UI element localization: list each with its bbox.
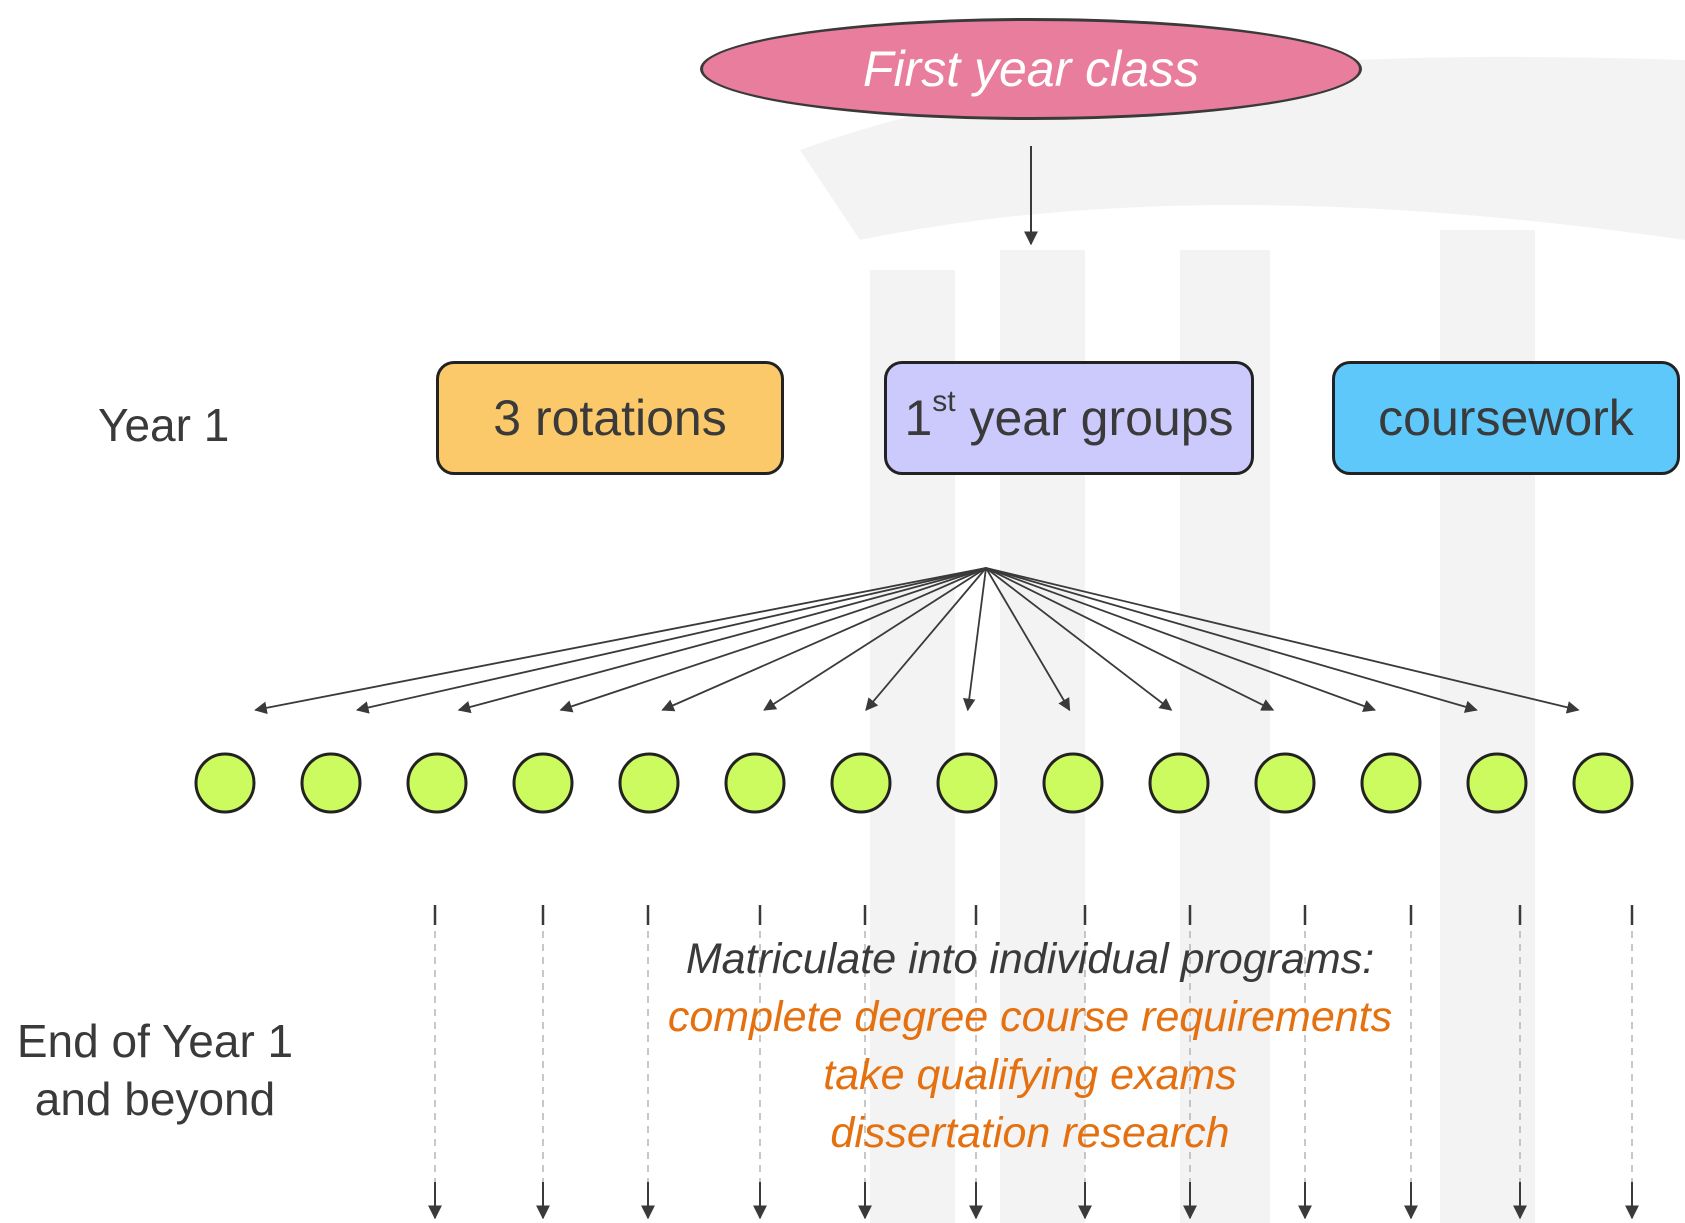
fan-arrow <box>865 567 987 711</box>
first-year-class-label: First year class <box>862 41 1200 97</box>
program-node <box>1466 752 1528 814</box>
program-node <box>724 752 786 814</box>
fan-arrow <box>457 567 987 714</box>
first-year-groups-box: 1st year groups <box>884 361 1254 475</box>
program-node <box>1572 752 1634 814</box>
fan-arrow <box>985 567 1376 713</box>
end-of-year-line-2: and beyond <box>34 1073 276 1125</box>
fan-arrow <box>763 567 987 711</box>
end-of-year-line-1: End of Year 1 <box>16 1015 294 1067</box>
program-node <box>830 752 892 814</box>
year-1-label: Year 1 <box>98 399 230 451</box>
fan-arrow <box>985 567 1173 711</box>
program-node <box>1042 752 1104 814</box>
fan-arrow <box>985 567 1275 711</box>
rotations-box: 3 rotations <box>436 361 784 475</box>
program-node <box>618 752 680 814</box>
matriculate-note: Matriculate into individual programs: co… <box>560 930 1500 1162</box>
program-node <box>936 752 998 814</box>
rotations-label: 3 rotations <box>493 390 727 446</box>
first-year-groups-label: 1st year groups <box>904 385 1234 446</box>
matriculate-heading: Matriculate into individual programs: <box>685 935 1375 983</box>
fan-arrow <box>355 567 987 714</box>
fan-arrow <box>559 567 987 713</box>
program-node <box>1254 752 1316 814</box>
program-node <box>1360 752 1422 814</box>
program-node <box>406 752 468 814</box>
coursework-label: coursework <box>1378 390 1634 446</box>
fan-arrow <box>985 567 1478 713</box>
end-of-year-label: End of Year 1 and beyond <box>10 1012 300 1128</box>
fan-arrow <box>962 567 987 712</box>
fan-arrow <box>985 567 1580 714</box>
coursework-box: coursework <box>1332 361 1680 475</box>
matriculate-item-coursework: complete degree course requirements <box>667 993 1393 1041</box>
fan-arrow <box>661 567 987 712</box>
program-node <box>194 752 256 814</box>
fan-arrow <box>254 567 987 715</box>
matriculate-item-exams: take qualifying exams <box>823 1051 1237 1099</box>
program-node <box>512 752 574 814</box>
program-node <box>1148 752 1210 814</box>
matriculate-item-research: dissertation research <box>830 1109 1230 1157</box>
program-node <box>300 752 362 814</box>
first-year-class-oval: First year class <box>700 18 1362 120</box>
fan-arrow <box>985 567 1071 712</box>
